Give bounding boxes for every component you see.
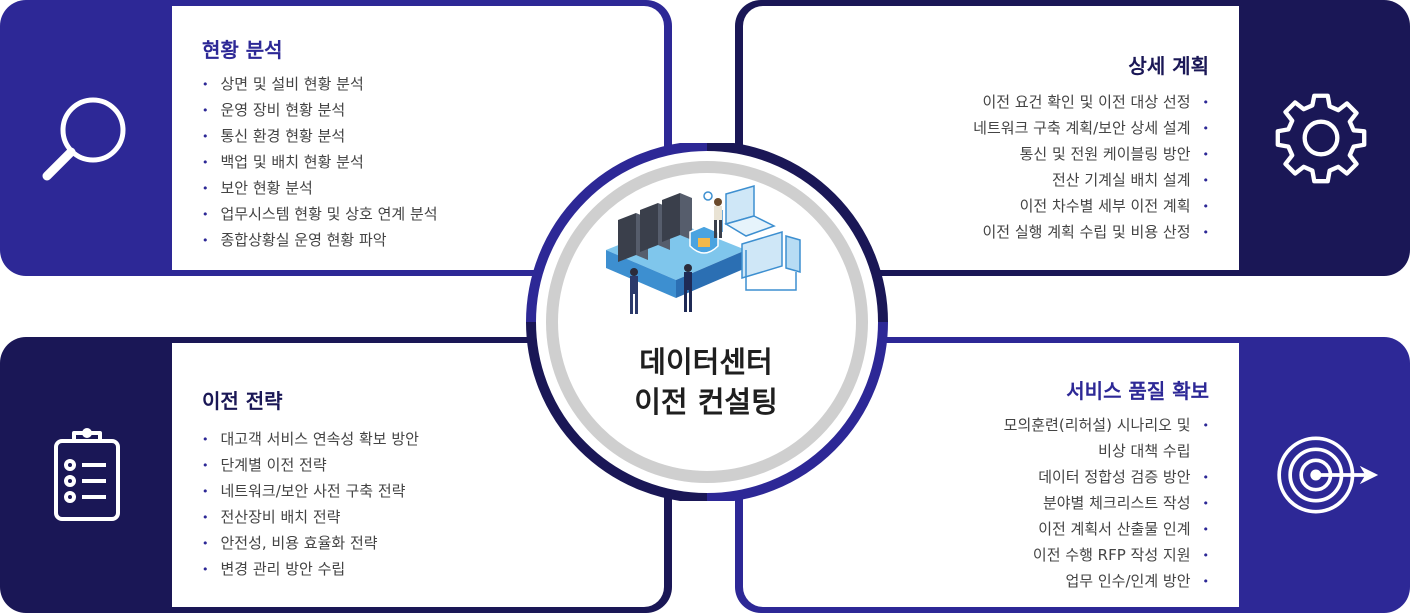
gear-icon <box>1266 83 1376 193</box>
data-center-illustration <box>606 185 801 314</box>
list-item: 데이터 정합성 검증 방안 <box>1004 465 1209 491</box>
person-icon <box>630 268 638 314</box>
list-item: 종합상황실 운영 현황 파악 <box>202 228 438 254</box>
analysis-card: 현황 분석 상면 및 설비 현황 분석 운영 장비 현황 분석 통신 환경 현황… <box>0 0 672 276</box>
center-title-line1: 데이터센터 <box>639 345 773 379</box>
center-title-line2: 이전 컨설팅 <box>634 385 778 419</box>
list-item: 변경 관리 방안 수립 <box>202 557 419 583</box>
quality-list: 모의훈련(리허설) 시나리오 및 비상 대책 수립 데이터 정합성 검증 방안 … <box>1004 413 1209 595</box>
list-item: 대고객 서비스 연속성 확보 방안 <box>202 427 419 453</box>
list-item: 모의훈련(리허설) 시나리오 및 <box>1004 413 1209 439</box>
server-rack-icon <box>618 193 692 262</box>
plan-title: 상세 계획 <box>1128 54 1209 78</box>
list-item: 안전성, 비용 효율화 전략 <box>202 531 419 557</box>
list-item: 업무 인수/인계 방안 <box>1004 569 1209 595</box>
clipboard-checklist-icon <box>32 420 142 530</box>
shield-icon <box>689 225 719 254</box>
list-item: 전산장비 배치 전략 <box>202 505 419 531</box>
person-icon <box>703 191 722 238</box>
list-item: 이전 수행 RFP 작성 지원 <box>1004 543 1209 569</box>
list-item: 통신 환경 현황 분석 <box>202 124 438 150</box>
analysis-title: 현황 분석 <box>202 38 283 62</box>
list-item: 이전 차수별 세부 이전 계획 <box>973 194 1209 220</box>
list-item: 이전 계획서 산출물 인계 <box>1004 517 1209 543</box>
quality-title: 서비스 품질 확보 <box>1066 379 1209 403</box>
target-arrow-icon <box>1270 420 1380 530</box>
analysis-list: 상면 및 설비 현황 분석 운영 장비 현황 분석 통신 환경 현황 분석 백업… <box>202 72 438 254</box>
analysis-panel: 현황 분석 상면 및 설비 현황 분석 운영 장비 현황 분석 통신 환경 현황… <box>172 6 664 270</box>
strategy-title: 이전 전략 <box>202 389 283 413</box>
list-item: 네트워크 구축 계획/보안 상세 설계 <box>973 116 1209 142</box>
monitor-icon <box>741 230 801 280</box>
laptop-icon <box>724 185 776 237</box>
list-item: 분야별 체크리스트 작성 <box>1004 491 1209 517</box>
list-item: 상면 및 설비 현황 분석 <box>202 72 438 98</box>
list-item: 백업 및 배치 현황 분석 <box>202 150 438 176</box>
strategy-list: 대고객 서비스 연속성 확보 방안 단계별 이전 전략 네트워크/보안 사전 구… <box>202 427 419 583</box>
list-item: 이전 실행 계획 수립 및 비용 산정 <box>973 220 1209 246</box>
list-item: 네트워크/보안 사전 구축 전략 <box>202 479 419 505</box>
list-item: 운영 장비 현황 분석 <box>202 98 438 124</box>
magnifier-icon <box>32 83 142 193</box>
list-item: 이전 요건 확인 및 이전 대상 선정 <box>973 90 1209 116</box>
person-icon <box>684 264 692 312</box>
list-item: 전산 기계실 배치 설계 <box>973 168 1209 194</box>
list-item: 단계별 이전 전략 <box>202 453 419 479</box>
list-item: 비상 대책 수립 <box>1004 439 1209 465</box>
plan-list: 이전 요건 확인 및 이전 대상 선정 네트워크 구축 계획/보안 상세 설계 … <box>973 90 1209 246</box>
center-title: 데이터센터 이전 컨설팅 <box>556 342 856 422</box>
list-item: 보안 현황 분석 <box>202 176 438 202</box>
list-item: 통신 및 전원 케이블링 방안 <box>973 142 1209 168</box>
list-item: 업무시스템 현황 및 상호 연계 분석 <box>202 202 438 228</box>
